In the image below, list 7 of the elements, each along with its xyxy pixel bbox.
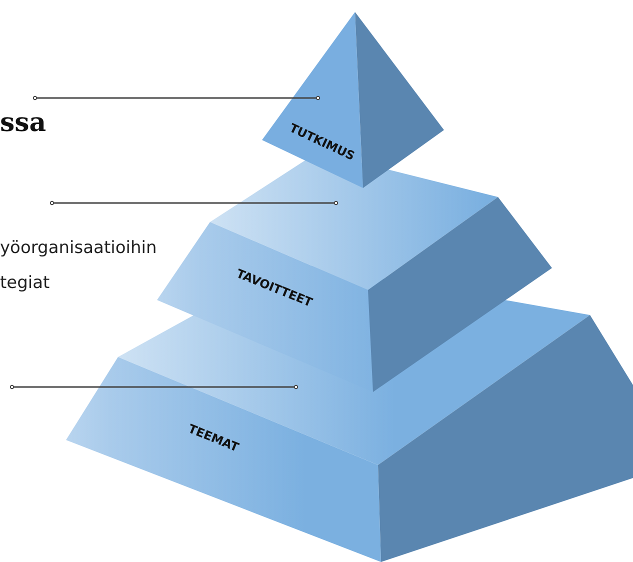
text-fragment: yöorganisaatioihin xyxy=(0,238,157,258)
leader-line xyxy=(32,96,320,100)
pyramid-tier xyxy=(262,12,444,188)
text-fragment: ssa xyxy=(0,108,46,138)
leader-line xyxy=(10,384,298,390)
text-fragment: tegiat xyxy=(0,273,50,293)
leader-line xyxy=(50,200,338,206)
